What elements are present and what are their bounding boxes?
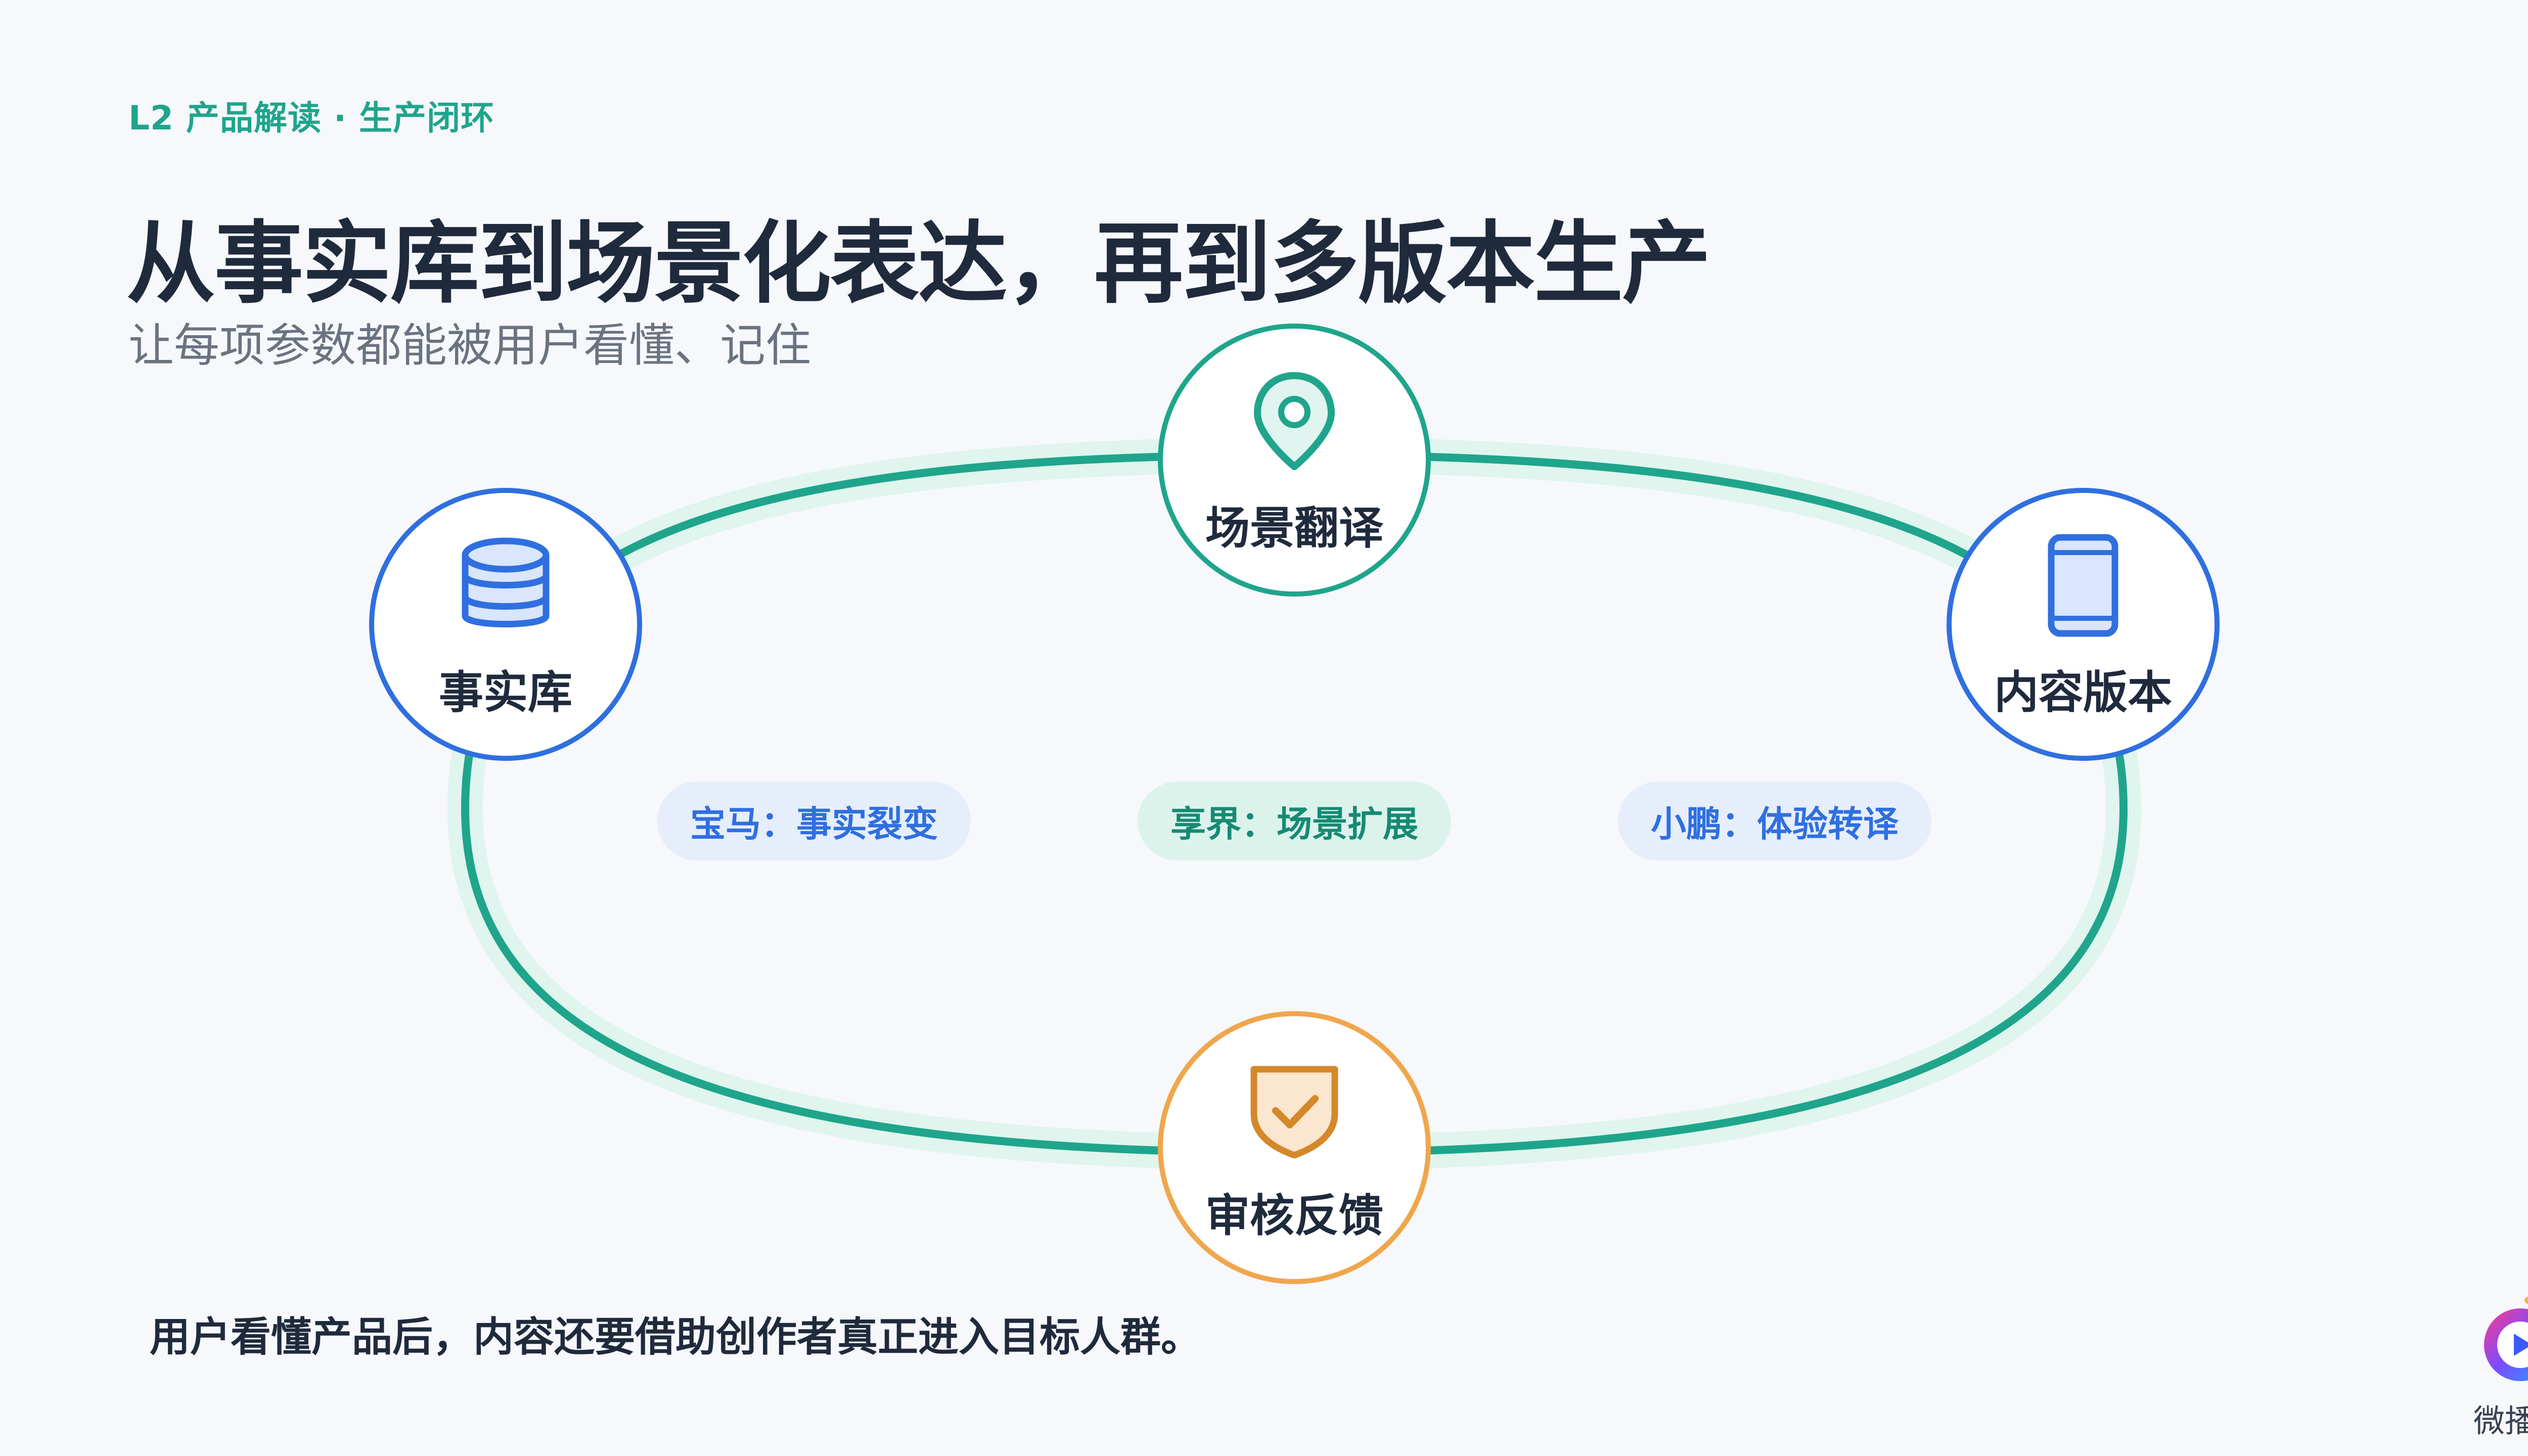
node-version: 内容版本 [1947, 488, 2220, 761]
play-logo-icon [2467, 1289, 2528, 1441]
footer-note: 用户看懂产品后，内容还要借助创作者真正进入目标人群。 [150, 1313, 1201, 1360]
node-label: 内容版本 [1994, 666, 2172, 718]
chip-xpeng: 小鹏：体验转译 [1618, 782, 1931, 860]
location-pin-icon [1241, 368, 1347, 474]
node-scene: 场景翻译 [1158, 324, 1431, 597]
node-label: 场景翻译 [1205, 502, 1383, 554]
node-fact: 事实库 [369, 488, 642, 761]
database-icon [453, 532, 559, 639]
node-label: 审核反馈 [1205, 1190, 1383, 1242]
chip-xiangjie: 享界：场景扩展 [1138, 782, 1451, 860]
smartphone-icon [2030, 532, 2136, 639]
brand-name: 微播易 [2473, 1402, 2528, 1439]
shield-check-icon [1241, 1056, 1347, 1162]
page-subtitle: 让每项参数都能被用户看懂、记住 [128, 319, 811, 372]
page-title: 从事实库到场景化表达，再到多版本生产 [126, 212, 1711, 315]
eyebrow-label: L2 产品解读 · 生产闭环 [128, 99, 494, 138]
chip-bmw: 宝马：事实裂变 [657, 782, 971, 860]
node-review: 审核反馈 [1158, 1011, 1431, 1284]
node-label: 事实库 [438, 666, 572, 718]
